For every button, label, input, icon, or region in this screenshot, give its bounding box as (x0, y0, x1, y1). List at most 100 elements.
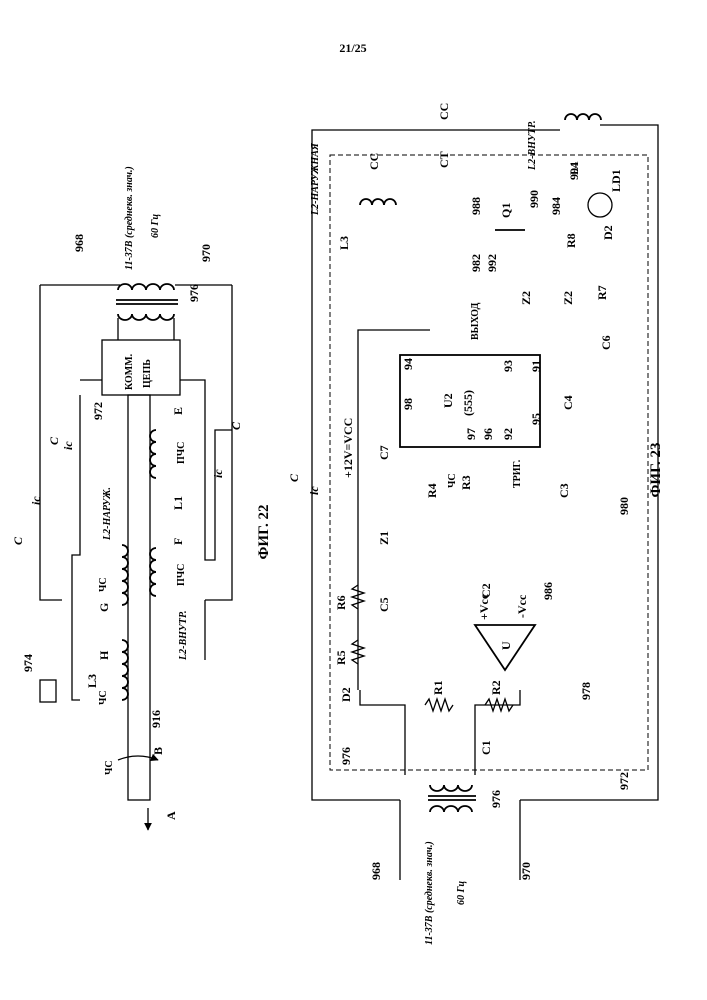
fig22-coil-l1 (150, 430, 156, 478)
fig22-coil-l3 (122, 640, 128, 700)
page-number: 21/25 (339, 41, 366, 55)
fig23-u2: U2 (441, 393, 455, 408)
fig23-minus-vcc: -Vcc (515, 594, 529, 618)
fig23-d2-input: D2 (339, 687, 353, 702)
fig23-z1: Z1 (377, 531, 391, 545)
fig23-c5: C5 (377, 597, 391, 612)
fig23-z2-a: Z2 (519, 291, 533, 305)
fig23-r5: R5 (334, 650, 348, 665)
fig22-letter-e: E (171, 407, 185, 415)
fig22-l2-outer: L2-НАРУЖ. (102, 487, 113, 541)
fig23-pin94: 94 (401, 358, 415, 370)
fig23-q1: Q1 (499, 203, 513, 218)
fig23-ref-978: 978 (579, 682, 593, 700)
fig22-letter-f: F (171, 538, 185, 545)
fig23-chs: ЧС (447, 473, 458, 488)
fig22-ref-972: 972 (91, 402, 105, 420)
fig22-shaft (128, 395, 150, 800)
fig23-l3: L3 (337, 236, 351, 250)
fig23-l2-outer: L2-НАРУЖНАЯ (310, 142, 321, 216)
fig22-chs-2: ЧС (98, 577, 109, 592)
fig23-r6: R6 (334, 595, 348, 610)
fig23-ref-990: 990 (527, 190, 541, 208)
fig22-switch-label-2: ЦЕПЬ (142, 359, 153, 388)
fig23-coil-l1 (565, 114, 601, 120)
fig23-u: U (499, 641, 513, 650)
fig23-ref-982: 982 (469, 254, 483, 272)
fig23-c6: C6 (599, 335, 613, 350)
fig22-freq-label: 60 Гц (150, 213, 161, 238)
fig23-r7: R7 (595, 285, 609, 300)
fig23-ref-984: 984 (549, 197, 563, 215)
fig23-transformer-secondary (430, 785, 472, 791)
fig23-r3: R3 (459, 475, 473, 490)
fig23-ld1: LD1 (609, 169, 623, 192)
fig23-r8: R8 (564, 233, 578, 248)
fig23-pin93: 93 (501, 360, 515, 372)
fig23-pin95: 95 (529, 413, 543, 425)
fig22-ref-974: 974 (21, 654, 35, 672)
fig23-enclosure-972 (330, 155, 648, 770)
fig22-l3: L3 (85, 674, 99, 688)
fig23-ref-992: 992 (485, 254, 499, 272)
fig22-letter-g: G (97, 603, 111, 612)
fig23-c4: C4 (561, 395, 575, 410)
fig23-cc-left: CC (367, 153, 381, 170)
fig23-supply-label: 11-37В (среднекв. знач.) (424, 841, 435, 945)
fig22-ic-2: ic (61, 441, 75, 450)
fig23-ct: CT (437, 151, 451, 168)
fig22-ref-970: 970 (199, 244, 213, 262)
fig23-ref-972: 972 (617, 772, 631, 790)
fig22-l1: L1 (171, 496, 185, 510)
fig23-pin92: 92 (501, 428, 515, 440)
fig23-c2: C2 (479, 583, 493, 598)
fig23-trig: ТРИГ. (512, 459, 523, 488)
fig22-switch-label-1: КОММ. (124, 353, 135, 390)
fig23-c: C (287, 473, 301, 482)
fig22-letter-h: H (97, 650, 111, 660)
fig23-resistor-r1 (425, 699, 453, 711)
fig23-caption: ФИГ. 23 (648, 443, 664, 498)
figure-22: ФИГ. 22 968 970 11-37В (среднекв. знач.)… (11, 166, 272, 830)
fig23-ref-976a: 976 (339, 747, 353, 765)
fig22-coil-g (122, 545, 128, 605)
fig22-ic-3: ic (211, 469, 225, 478)
fig22-caption: ФИГ. 22 (256, 505, 272, 560)
fig23-transformer-primary (430, 806, 472, 812)
fig23-main-rail (358, 330, 430, 690)
fig22-pchs-2: ПЧС (176, 564, 187, 586)
fig23-pin97: 97 (464, 428, 478, 440)
fig23-laser-diode-ld1 (588, 193, 612, 217)
fig23-cc-top: CC (437, 103, 451, 120)
fig23-pin96: 96 (481, 428, 495, 440)
figure-23: ФИГ. 23 972 976 968 970 11-37В (среднекв… (287, 103, 664, 945)
fig23-d2-out: D2 (601, 225, 615, 240)
fig22-device-974 (40, 680, 56, 702)
fig23-freq-label: 60 Гц (456, 880, 467, 905)
fig22-chs-shaft: ЧС (104, 760, 115, 775)
fig22-c-3: C (229, 421, 243, 430)
fig23-out: ВЫХОД (470, 303, 481, 340)
fig23-ref-986: 986 (541, 582, 555, 600)
fig23-r4: R4 (425, 483, 439, 498)
fig22-coil-f (150, 548, 156, 596)
fig22-ic-1: ic (29, 496, 43, 505)
fig23-pin98: 98 (401, 398, 415, 410)
fig22-transformer-secondary (118, 314, 174, 320)
fig23-coil-l3 (360, 199, 396, 205)
fig22-letter-b: B (151, 747, 165, 755)
fig23-ref-988: 988 (469, 197, 483, 215)
fig23-r1: R1 (431, 680, 445, 695)
fig23-ref-980: 980 (617, 497, 631, 515)
fig22-transformer-primary (118, 284, 174, 290)
fig23-ref-976b: 976 (489, 790, 503, 808)
fig22-ref-916: 916 (149, 710, 163, 728)
fig23-ref-970: 970 (519, 862, 533, 880)
fig23-c7: C7 (377, 445, 391, 460)
fig22-l2-inner: L2-ВНУТР. (178, 610, 189, 661)
fig22-c-1: C (11, 536, 25, 545)
fig23-l2-inner: L2-ВНУТР. (527, 120, 538, 171)
fig23-c3: C3 (557, 483, 571, 498)
fig23-r2: R2 (489, 680, 503, 695)
